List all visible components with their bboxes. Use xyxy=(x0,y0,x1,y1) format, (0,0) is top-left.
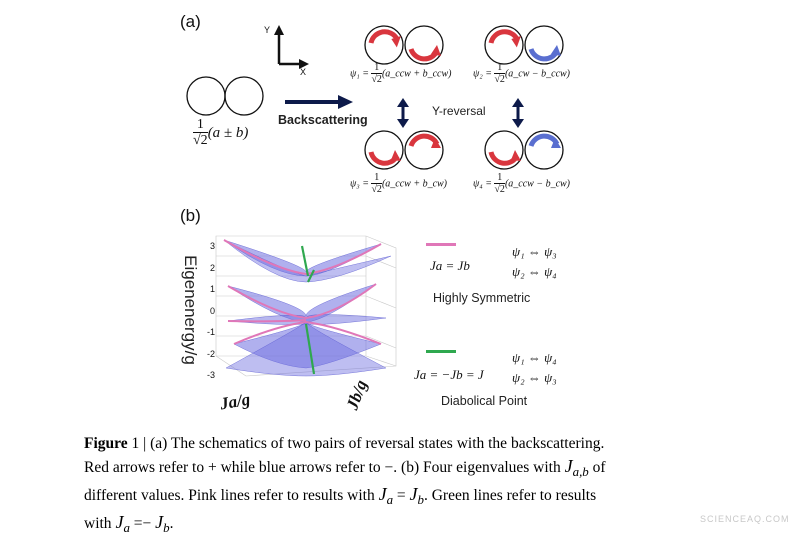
axis-y-label: Y xyxy=(264,25,271,35)
eigenenergy-3d-plot xyxy=(215,235,397,377)
figure-caption: Figure 1 | (a) The schematics of two pai… xyxy=(84,433,724,539)
legend-green-swatch xyxy=(426,350,456,353)
caption-line-4: with Ja =− Jb. xyxy=(84,512,174,536)
ring-pair-psi4 xyxy=(484,130,564,170)
legend-pink-swatch xyxy=(426,243,456,246)
legend-pink-condition: Ja = Jb xyxy=(430,258,470,273)
legend-green-pair1: ψ₁ ⇔ ψ₄ xyxy=(512,350,557,365)
caption-line-3: different values. Pink lines refer to re… xyxy=(84,484,597,508)
legend-green-condition: Ja = −Jb = J xyxy=(414,367,484,382)
backscattering-arrow-icon xyxy=(285,95,353,109)
watermark: SCIENCEAQ.COM xyxy=(700,514,790,524)
legend-green-pair2: ψ₂ ⇔ ψ₃ xyxy=(512,370,557,385)
z-tick: 3 xyxy=(209,241,215,251)
ring-pair-left xyxy=(186,76,264,116)
z-tick: -3 xyxy=(206,370,215,380)
legend-pink-pair2: ψ₂ ⇔ ψ₄ xyxy=(512,264,557,279)
left-expression: 1√2(a ± b) xyxy=(193,117,249,148)
caption-line-2: Red arrows refer to + while blue arrows … xyxy=(84,456,606,480)
legend-pink-pair1: ψ₁ ⇔ ψ₃ xyxy=(512,244,557,259)
reversal-arrow-left-icon xyxy=(397,98,409,128)
ring-pair-psi2 xyxy=(484,25,564,65)
axis-x-label: X xyxy=(300,67,307,77)
z-axis-ticks: 3 2 1 0 -1 -2 -3 xyxy=(203,236,215,387)
z-tick: 2 xyxy=(209,262,215,273)
panel-b-label: (b) xyxy=(180,206,201,225)
legend-green-title: Diabolical Point xyxy=(441,394,528,408)
ring-pair-psi1 xyxy=(364,25,444,65)
xy-axes-icon xyxy=(274,25,309,69)
panel-a-label: (a) xyxy=(180,12,201,31)
state-psi1-equation: ψ₁ = 1√2(a_ccw + b_ccw) xyxy=(350,62,452,86)
ring-pair-psi3 xyxy=(364,130,444,170)
z-tick: -1 xyxy=(206,327,215,337)
reversal-arrow-right-icon xyxy=(512,98,524,128)
state-psi2-equation: ψ₂ = 1√2(a_cw − b_ccw) xyxy=(473,62,571,86)
caption-line-1: Figure 1 | (a) The schematics of two pai… xyxy=(84,435,605,452)
backscattering-label: Backscattering xyxy=(278,113,368,127)
z-axis-label: Eigenenergy/g xyxy=(181,255,200,365)
z-tick: 0 xyxy=(209,305,215,316)
legend-pink-title: Highly Symmetric xyxy=(433,291,531,305)
state-psi4-equation: ψ₄ = 1√2(a_ccw − b_cw) xyxy=(473,172,571,196)
z-tick: 1 xyxy=(209,284,215,294)
y-reversal-label: Y-reversal xyxy=(432,104,486,118)
state-psi3-equation: ψ₃ = 1√2(a_ccw + b_cw) xyxy=(350,172,448,196)
z-tick: -2 xyxy=(206,348,215,359)
